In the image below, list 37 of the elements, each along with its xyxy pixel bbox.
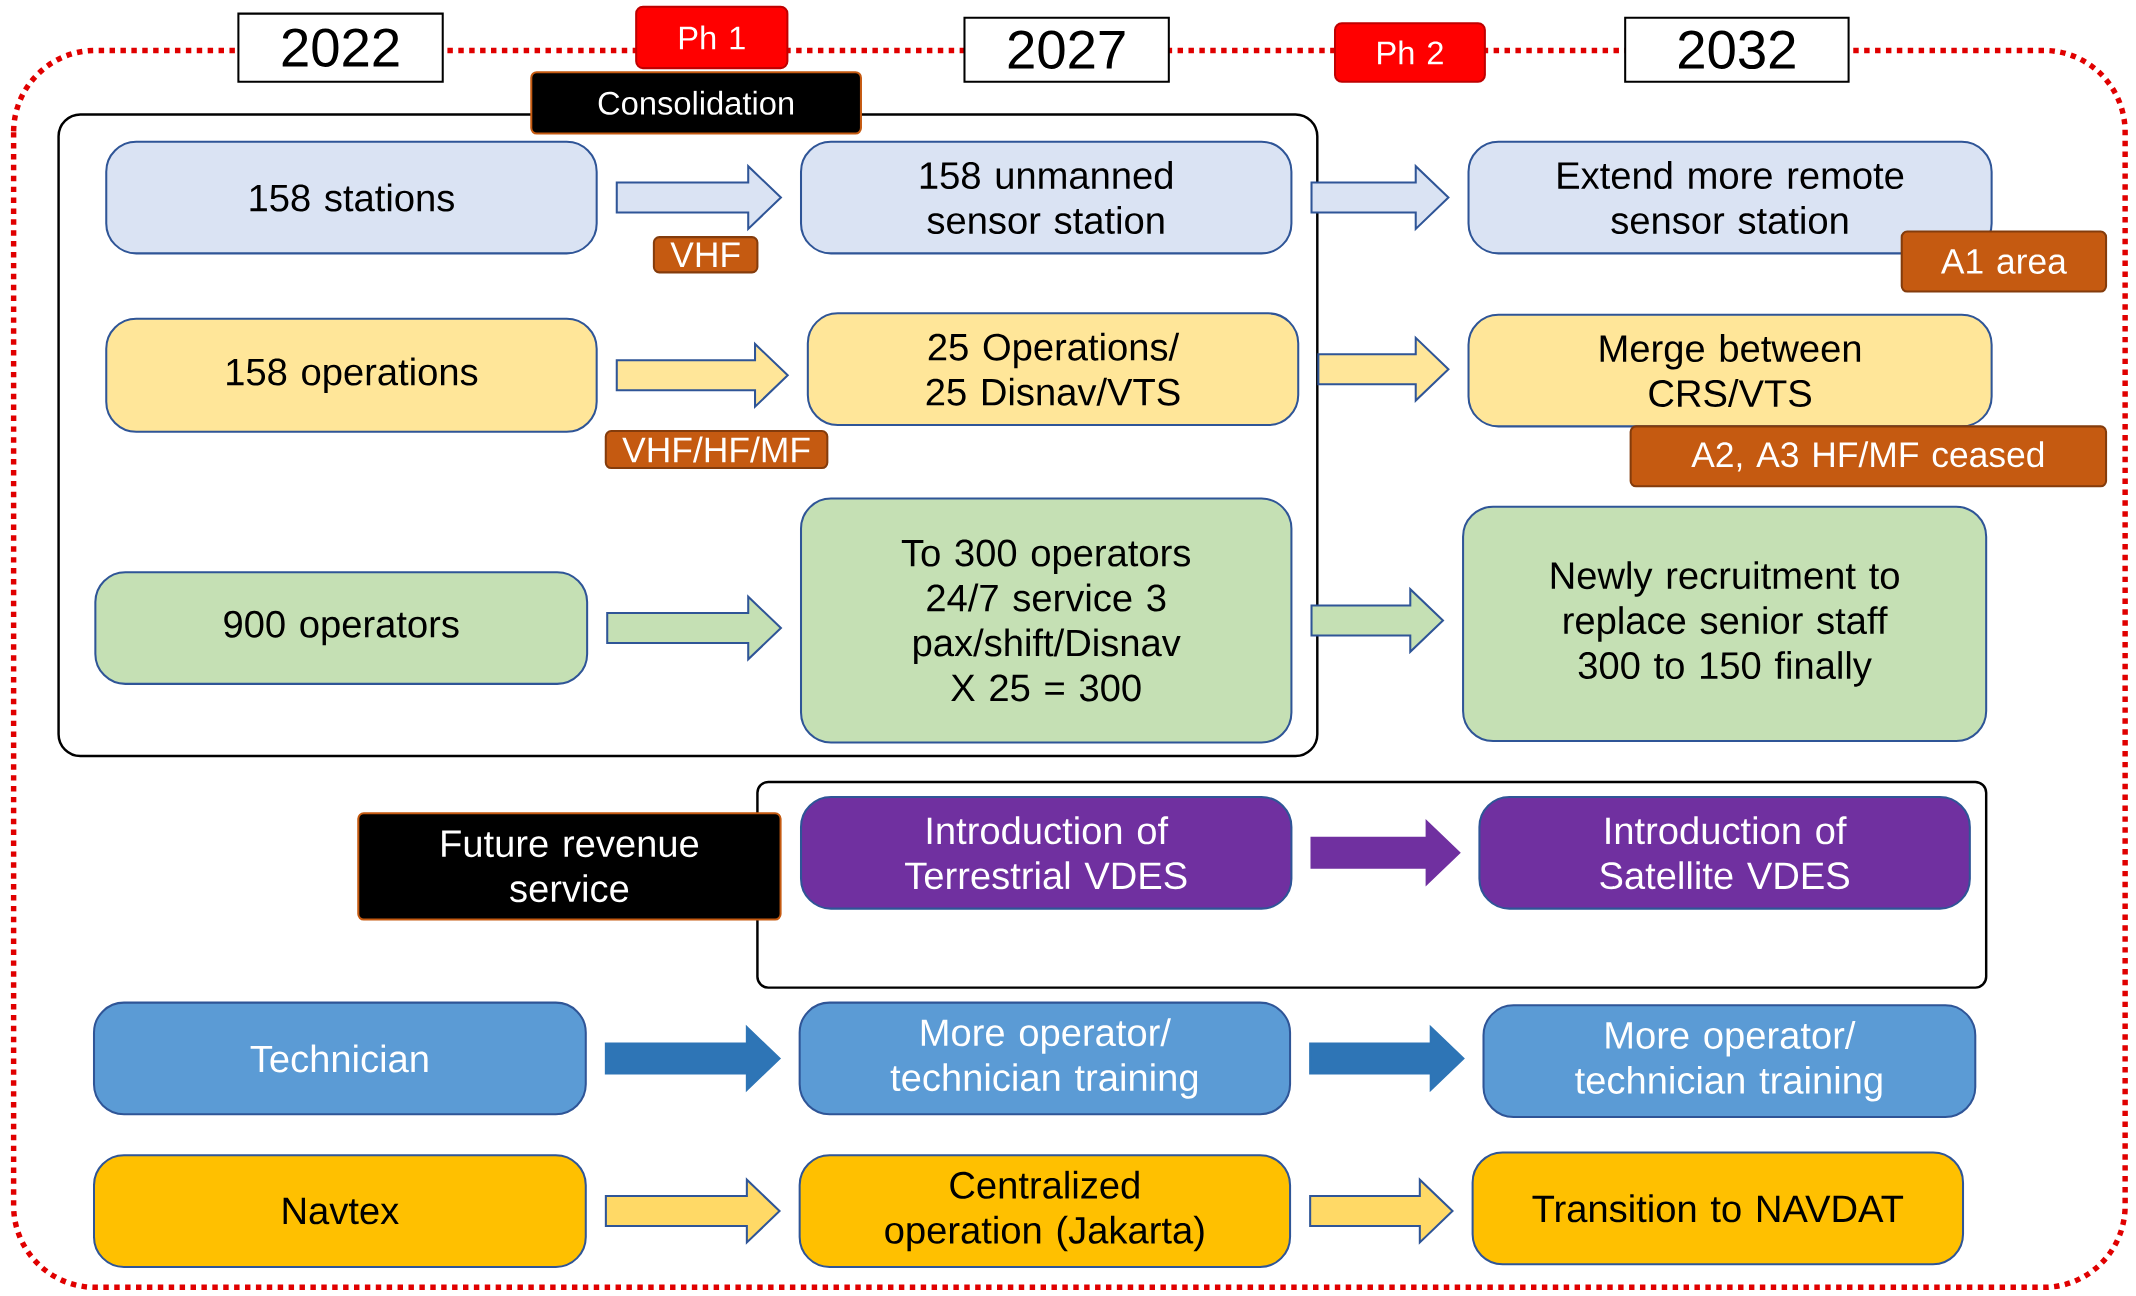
block-arrow	[1309, 1025, 1465, 1093]
process-box: 158 unmanned sensor station	[800, 140, 1293, 255]
edge-label: VHF/HF/MF	[604, 430, 829, 470]
process-box: Introduction of Satellite VDES	[1478, 796, 1971, 910]
block-arrow	[604, 1025, 782, 1093]
process-box: To 300 operators 24/7 service 3 pax/shift/Disnav X 25 = 300	[800, 497, 1293, 744]
process-box: Newly recruitment to replace senior staff 300 to 150 finally	[1462, 506, 1988, 743]
block-arrow	[1309, 1177, 1454, 1246]
process-box: Introduction of Terrestrial VDES	[800, 796, 1293, 910]
heading-tag: Future revenue service	[357, 812, 782, 921]
year-box: 2022	[237, 12, 444, 83]
process-box: Navtex	[93, 1154, 587, 1269]
process-box: 900 operators	[94, 571, 589, 686]
block-arrow	[604, 1177, 782, 1246]
year-box: 2032	[1624, 16, 1850, 83]
heading-tag: Consolidation	[530, 71, 862, 135]
edge-label: VHF	[652, 236, 759, 274]
block-arrow	[1310, 819, 1461, 887]
block-arrow	[1317, 335, 1450, 404]
process-box: More operator/ technician training	[1482, 1004, 1977, 1119]
block-arrow	[615, 164, 783, 232]
process-box: 158 stations	[105, 140, 598, 255]
process-box: 158 operations	[105, 318, 598, 434]
process-box: 25 Operations/ 25 Disnav/VTS	[806, 312, 1300, 427]
phase-tag: Ph 2	[1334, 22, 1486, 83]
phase-tag: Ph 1	[635, 6, 789, 70]
area-tag: A2, A3 HF/MF ceased	[1629, 425, 2108, 488]
process-box: Merge between CRS/VTS	[1467, 313, 1993, 428]
year-box: 2027	[963, 16, 1170, 83]
process-box: Transition to NAVDAT	[1471, 1151, 1965, 1266]
block-arrow	[1310, 164, 1450, 232]
block-arrow	[606, 594, 783, 662]
block-arrow	[1310, 587, 1445, 655]
block-arrow	[615, 341, 790, 410]
process-box: Centralized operation (Jakarta)	[798, 1154, 1292, 1269]
process-box: Technician	[93, 1001, 587, 1116]
process-box: More operator/ technician training	[798, 1001, 1292, 1116]
